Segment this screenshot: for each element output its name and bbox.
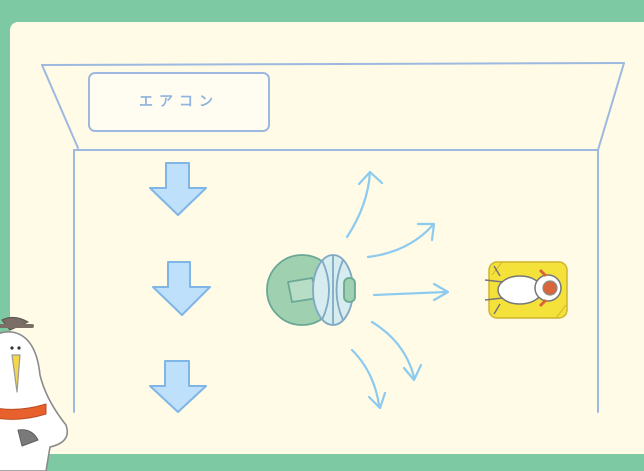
curved-arrow-icon <box>372 290 448 297</box>
room-outline <box>41 62 625 413</box>
curved-arrow-icon <box>402 363 423 382</box>
curved-arrow-icon <box>432 282 450 302</box>
down-arrow-icon <box>152 261 211 316</box>
aircon-label: エアコン <box>139 94 219 110</box>
curved-arrow-icon <box>357 170 384 186</box>
bird-mascot-icon <box>0 316 69 471</box>
person-lying-on-mat-icon <box>484 261 568 319</box>
curved-arrow-icon <box>367 391 387 410</box>
cold-air-arrows <box>149 162 211 413</box>
curved-arrow-icon <box>370 320 416 379</box>
airflow-arrows <box>345 170 450 410</box>
curved-arrow-icon <box>416 222 436 242</box>
electric-fan-icon <box>266 254 356 326</box>
aircon-unit <box>88 72 270 132</box>
curved-arrow-icon <box>350 348 381 407</box>
curved-arrow-icon <box>366 224 434 259</box>
down-arrow-icon <box>149 162 207 216</box>
curved-arrow-icon <box>345 170 372 239</box>
down-arrow-icon <box>149 360 207 413</box>
